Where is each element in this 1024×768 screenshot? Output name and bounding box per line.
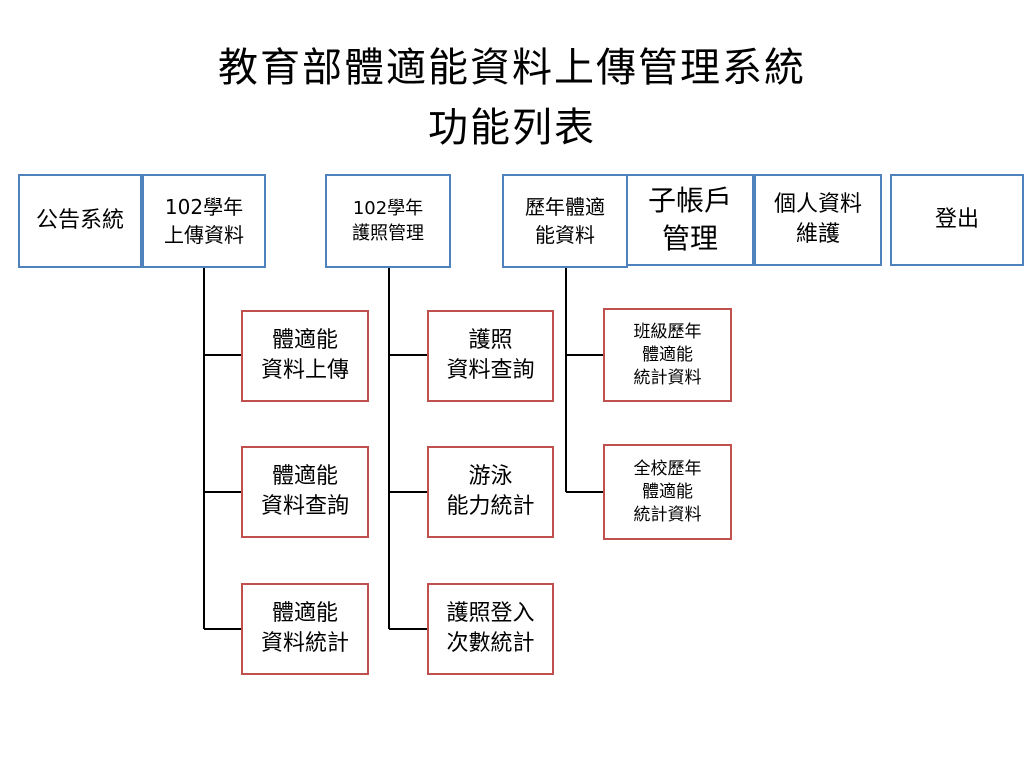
sub-class-history-fitness-statistics[interactable]: 班級歷年 體適能 統計資料 [603,308,732,402]
menu-subaccount-management-line2: 管理 [661,222,718,255]
sub-fitness-data-statistics-line1: 體適能 [271,601,338,626]
menu-profile-maintenance[interactable]: 個人資料 維護 [754,174,882,266]
sub-class-history-fitness-statistics-line1: 班級歷年 [633,321,702,342]
sub-swimming-ability-statistics-line1: 游泳 [468,464,513,489]
menu-profile-maintenance-line1: 個人資料 [773,192,862,217]
sub-fitness-data-query-line1: 體適能 [271,464,338,489]
menu-passport-management[interactable]: 102學年 護照管理 [325,174,451,268]
sub-swimming-ability-statistics[interactable]: 游泳 能力統計 [427,446,554,538]
sub-swimming-ability-statistics-line2: 能力統計 [446,494,535,519]
sub-passport-data-query[interactable]: 護照 資料查詢 [427,310,554,402]
menu-upload-data-line2: 上傳資料 [164,223,244,247]
menu-logout-label: 登出 [934,207,979,232]
sub-school-history-fitness-statistics-line3: 統計資料 [633,504,702,525]
menu-history-fitness-data[interactable]: 歷年體適 能資料 [502,174,628,268]
sub-school-history-fitness-statistics-line1: 全校歷年 [633,458,702,479]
sub-passport-login-count-statistics[interactable]: 護照登入 次數統計 [427,583,554,675]
sub-passport-data-query-line2: 資料查詢 [446,358,535,383]
menu-upload-data-line1: 102學年 [164,195,244,219]
sub-passport-data-query-line1: 護照 [468,328,513,353]
sub-passport-login-count-statistics-line1: 護照登入 [446,601,535,626]
sub-passport-login-count-statistics-line2: 次數統計 [446,631,535,656]
menu-history-fitness-data-line1: 歷年體適 [525,195,605,219]
sub-fitness-data-upload[interactable]: 體適能 資料上傳 [241,310,369,402]
sub-fitness-data-statistics[interactable]: 體適能 資料統計 [241,583,369,675]
sub-class-history-fitness-statistics-line2: 體適能 [642,344,693,365]
title-line-2: 功能列表 [428,105,596,151]
menu-subaccount-management[interactable]: 子帳戶 管理 [626,174,754,266]
sub-school-history-fitness-statistics-line2: 體適能 [642,481,693,502]
sub-school-history-fitness-statistics[interactable]: 全校歷年 體適能 統計資料 [603,444,732,540]
menu-profile-maintenance-line2: 維護 [795,222,840,247]
menu-logout[interactable]: 登出 [890,174,1024,266]
menu-history-fitness-data-line2: 能資料 [535,223,595,247]
sub-fitness-data-query[interactable]: 體適能 資料查詢 [241,446,369,538]
sub-fitness-data-upload-line2: 資料上傳 [260,358,349,383]
sub-fitness-data-statistics-line2: 資料統計 [260,631,349,656]
menu-subaccount-management-line1: 子帳戶 [647,184,732,217]
menu-passport-management-line1: 102學年 [352,198,424,219]
sub-fitness-data-upload-line1: 體適能 [271,328,338,353]
title-line-1: 教育部體適能資料上傳管理系統 [218,45,806,91]
menu-passport-management-line2: 護照管理 [352,223,424,244]
sub-class-history-fitness-statistics-line3: 統計資料 [633,367,702,388]
sub-fitness-data-query-line2: 資料查詢 [260,494,349,519]
menu-announcement-label: 公告系統 [35,208,124,233]
menu-announcement[interactable]: 公告系統 [18,174,142,268]
menu-upload-data[interactable]: 102學年 上傳資料 [142,174,266,268]
